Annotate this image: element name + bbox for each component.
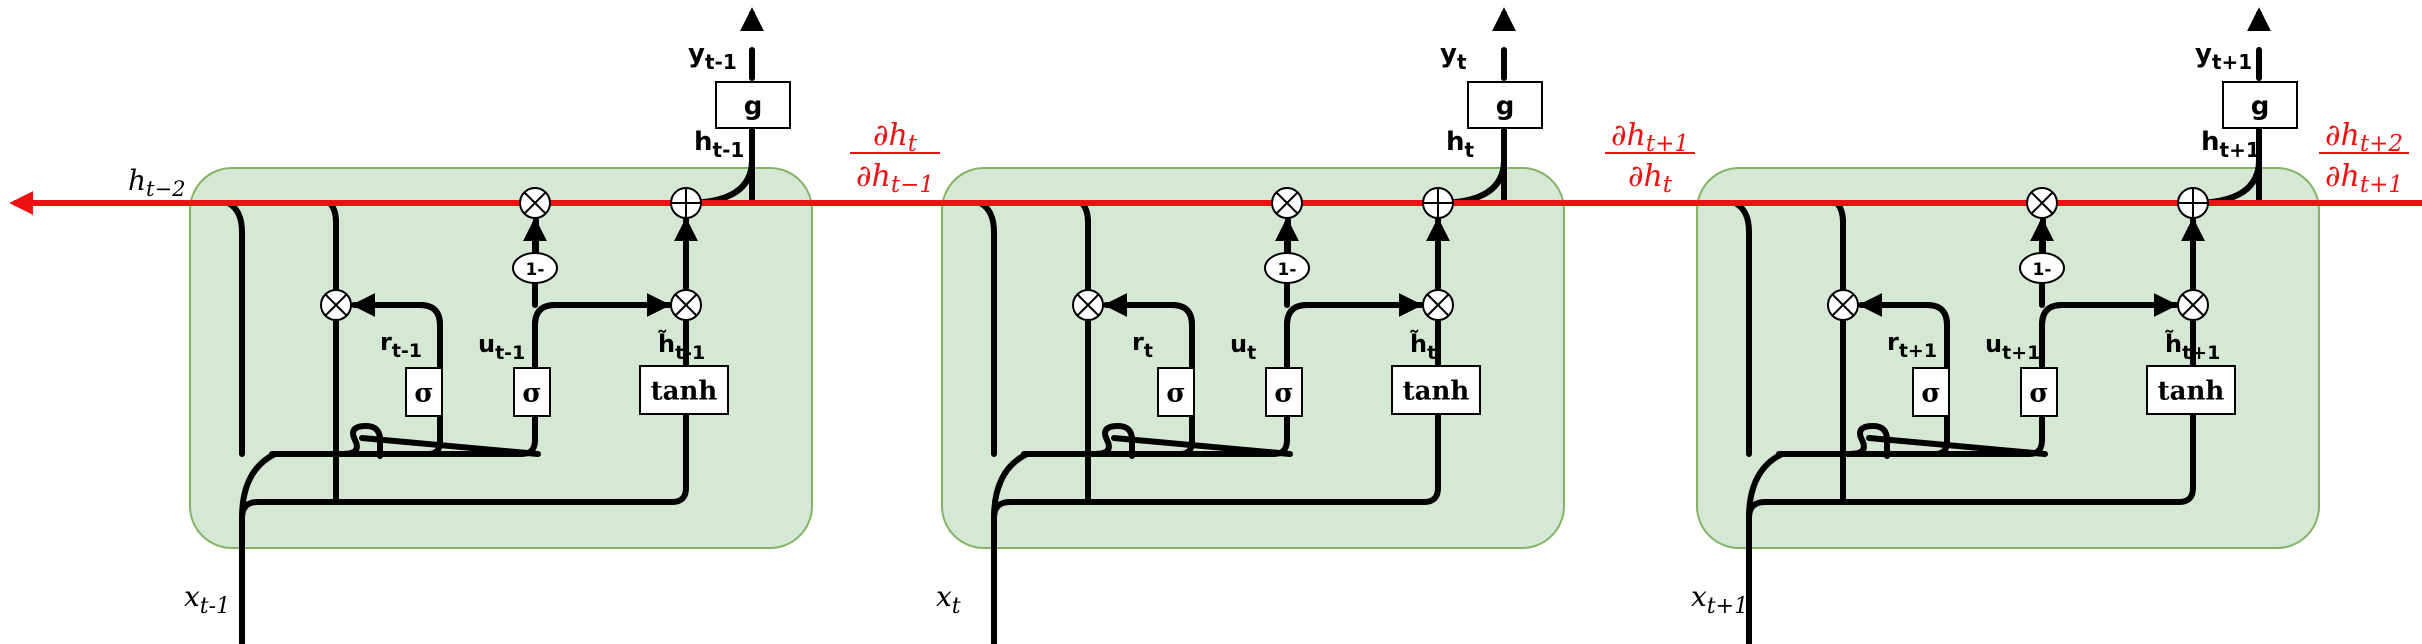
wire-t-1-1	[239, 423, 383, 521]
h-candidate-t-1-label: h̃t-1	[657, 330, 705, 364]
wire-t-1-4	[425, 413, 443, 457]
one-minus-node-t-1: 1-	[512, 252, 558, 284]
sigma-r-box-t: σ	[1157, 367, 1195, 417]
u-t-label: ut	[1230, 330, 1256, 364]
gradient-numerator: ∂ht+1	[1611, 118, 1689, 157]
add-node-t	[1422, 187, 1454, 219]
g-box-t+1-label: g	[2251, 91, 2270, 121]
wire-t+1-4	[1932, 413, 1950, 457]
sigma-u-box-t+1-label: σ	[2029, 378, 2048, 408]
x-t-label: xt	[936, 580, 961, 619]
reset-multiply-t	[1072, 289, 1104, 321]
tanh-box-t-1-label: tanh	[651, 376, 718, 406]
y-t-label: yt	[1440, 39, 1467, 74]
sigma-r-box-t-label: σ	[1166, 378, 1185, 408]
h-t-minus-2-label: ht−2	[128, 164, 185, 201]
candidate-multiply-t+1	[2177, 289, 2209, 321]
sigma-u-box-t-label: σ	[1274, 378, 1293, 408]
g-box-t: g	[1467, 81, 1543, 129]
wire-t+1-3	[1776, 413, 2045, 457]
g-box-t-1: g	[715, 81, 791, 129]
h-out-t-label: ht	[1446, 127, 1475, 162]
tanh-box-t+1: tanh	[2146, 365, 2236, 415]
reset-arrow-t	[1103, 293, 1195, 368]
gradient-denominator: ∂ht+1	[2325, 159, 2403, 198]
reset-multiply-t-1	[320, 289, 352, 321]
y-t+1-label: yt+1	[2195, 39, 2252, 74]
wire-t-1	[991, 423, 1135, 521]
x-t-1-label: xt-1	[184, 580, 230, 619]
gru-cell-t+1: σ σ tanh g 1-	[1696, 7, 2320, 644]
sigma-r-box-t-1: σ	[405, 367, 443, 417]
gradient-numerator: ∂ht+2	[2325, 118, 2403, 157]
g-box-t+1: g	[2222, 81, 2298, 129]
operators	[320, 187, 2209, 321]
reset-multiply-t+1	[1827, 289, 1859, 321]
add-node-t+1	[2177, 187, 2209, 219]
h-candidate-t+1-label: h̃t+1	[2164, 330, 2220, 364]
gradient-numerator: ∂ht	[873, 118, 918, 157]
tanh-box-t-1: tanh	[639, 365, 729, 415]
r-t-1-label: rt-1	[380, 328, 422, 362]
r-t+1-label: rt+1	[1887, 328, 1937, 362]
candidate-multiply-t	[1422, 289, 1454, 321]
u-t+1-label: ut+1	[1985, 330, 2040, 364]
reset-arrow-t+1	[1858, 293, 1950, 368]
sigma-u-box-t+1: σ	[2020, 367, 2058, 417]
gradient-denominator: ∂ht−1	[856, 159, 934, 198]
h-out-t-1-label: ht-1	[694, 127, 744, 162]
tanh-box-t-label: tanh	[1403, 376, 1470, 406]
one-minus-node-t+1: 1-	[2019, 252, 2065, 284]
g-box-t-label: g	[1496, 91, 1515, 121]
candidate-multiply-t-1	[670, 289, 702, 321]
update-multiply-t	[1271, 187, 1303, 219]
update-arrow-t+1	[2039, 293, 2178, 368]
reset-arrow-t-1	[351, 293, 443, 368]
h-out-t+1-label: ht+1	[2201, 127, 2260, 162]
one-minus-label: 1-	[526, 260, 545, 280]
g-box-t-1-label: g	[744, 91, 763, 121]
tanh-box-t+1-label: tanh	[2158, 376, 2225, 406]
add-node-t-1	[670, 187, 702, 219]
u-t-1-label: ut-1	[478, 330, 525, 364]
sigma-r-box-t+1-label: σ	[1921, 378, 1940, 408]
gradient-fraction-0: ∂ht∂ht−1	[850, 118, 940, 198]
gradient-fraction-2: ∂ht+2∂ht+1	[2319, 118, 2409, 198]
sigma-r-box-t+1: σ	[1912, 367, 1950, 417]
tanh-box-t: tanh	[1391, 365, 1481, 415]
y-t-1-label: yt-1	[688, 39, 737, 74]
x-t+1-label: xt+1	[1691, 580, 1748, 619]
gru-cell-t: σ σ tanh g 1-	[941, 7, 1565, 644]
update-arrow-t	[1284, 293, 1423, 368]
gradient-denominator: ∂ht	[1628, 159, 1673, 198]
update-multiply-t+1	[2026, 187, 2058, 219]
update-multiply-t-1	[519, 187, 551, 219]
sigma-u-box-t-1: σ	[513, 367, 551, 417]
one-minus-label: 1-	[2033, 260, 2052, 280]
gradient-fraction-1: ∂ht+1∂ht	[1605, 118, 1695, 198]
one-minus-node-t: 1-	[1264, 252, 1310, 284]
labels: ht−2 xt-1 yt-1 ht-1 rt-1 ut-1 h̃t-1 xt yt ht rt ut…	[128, 39, 2260, 619]
one-minus-label: 1-	[1278, 260, 1297, 280]
wire-t-3	[1021, 413, 1290, 457]
wire-t-4	[1177, 413, 1195, 457]
sigma-u-box-t: σ	[1265, 367, 1303, 417]
update-arrow-t-1	[532, 293, 671, 368]
sigma-r-box-t-1-label: σ	[414, 378, 433, 408]
sigma-u-box-t-1-label: σ	[522, 378, 541, 408]
r-t-label: rt	[1132, 328, 1153, 362]
gradient-labels: ∂ht∂ht−1∂ht+1∂ht∂ht+2∂ht+1	[850, 118, 2409, 198]
gru-cell-t-1: σ σ tanh g 1-	[189, 7, 813, 644]
h-candidate-t-label: h̃t	[1409, 330, 1436, 364]
gru-cells: σ σ tanh g 1- σ σ tanh g 1- σ σ tanh g 1-	[189, 7, 2320, 644]
wire-t+1-1	[1746, 423, 1890, 521]
wire-t-1-3	[269, 413, 538, 457]
